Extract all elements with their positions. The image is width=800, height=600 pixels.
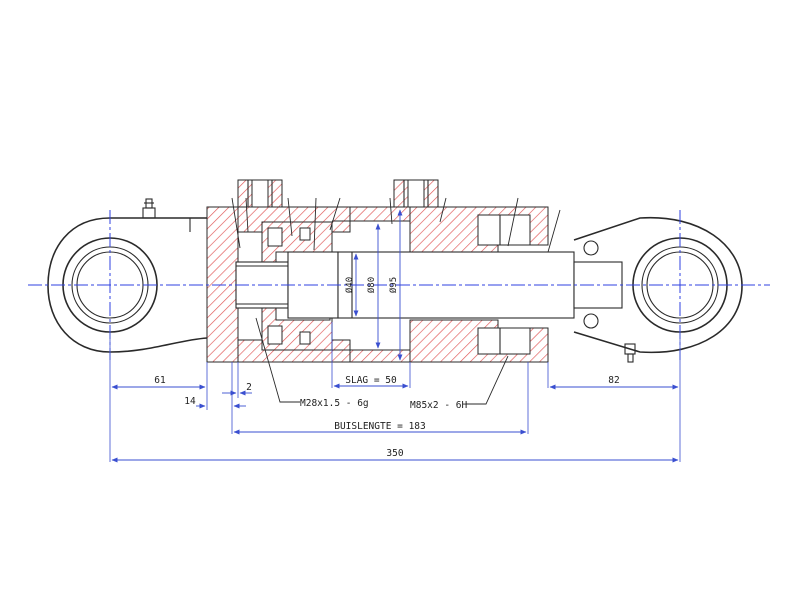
dim-14-label: 14 xyxy=(184,396,196,407)
rod-thread-label: M28x1.5 - 6g xyxy=(300,398,369,409)
dim-stroke: SLAG = 50 xyxy=(333,375,409,389)
leader-lines xyxy=(231,197,561,253)
diameter-dimensions: Ø40 Ø80 Ø95 xyxy=(344,209,403,361)
gland-head xyxy=(409,206,549,363)
grease-nipple-left xyxy=(142,198,156,219)
tube-diameter-label: Ø95 xyxy=(388,277,399,293)
dim-82: 82 xyxy=(549,375,679,390)
dim-14: 14 xyxy=(184,396,246,409)
port-right xyxy=(393,179,439,208)
stroke-label: SLAG = 50 xyxy=(345,375,397,386)
cylinder-tube xyxy=(349,206,411,363)
grease-nipple-right xyxy=(624,343,636,363)
rod-diameter-label: Ø40 xyxy=(344,277,355,293)
tube-bore xyxy=(332,220,410,351)
dim-tube-length: BUISLENGTE = 183 xyxy=(233,421,527,435)
dim-61-label: 61 xyxy=(154,375,166,386)
overall-length-label: 350 xyxy=(386,448,403,459)
dim-overall: 350 xyxy=(111,448,679,463)
dim-2: 2 xyxy=(222,382,252,396)
piston-diameter-label: Ø80 xyxy=(366,277,377,293)
tube-length-label: BUISLENGTE = 183 xyxy=(334,421,426,432)
centerlines xyxy=(28,210,770,360)
dim-2-label: 2 xyxy=(246,382,252,393)
extension-lines xyxy=(109,322,681,462)
dim-61: 61 xyxy=(111,375,206,390)
head-thread-label: M85x2 - 6H xyxy=(410,400,467,411)
port-left xyxy=(237,179,283,208)
dim-82-label: 82 xyxy=(608,375,619,386)
thread-callout-head: M85x2 - 6H xyxy=(410,355,509,411)
thread-callout-rod: M28x1.5 - 6g xyxy=(255,317,369,409)
